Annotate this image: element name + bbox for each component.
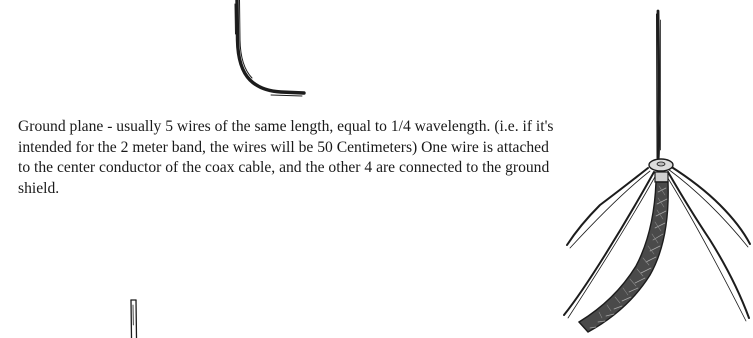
vertical-radiator: [656, 9, 661, 162]
radial-wire-left-near: [563, 171, 655, 316]
radial-wire-right-near: [667, 171, 750, 319]
bent-wire-sketch: [234, 0, 306, 97]
wire-tip-sketch: [130, 299, 138, 338]
radial-wire-left-far: [566, 167, 649, 246]
coax-connector: [654, 171, 669, 183]
coax-cable: [577, 181, 669, 333]
ground-plane-caption: Ground plane - usually 5 wires of the sa…: [18, 118, 554, 197]
ground-plane-antenna-sketch: [563, 9, 751, 333]
radial-wire-right-far: [669, 165, 751, 245]
